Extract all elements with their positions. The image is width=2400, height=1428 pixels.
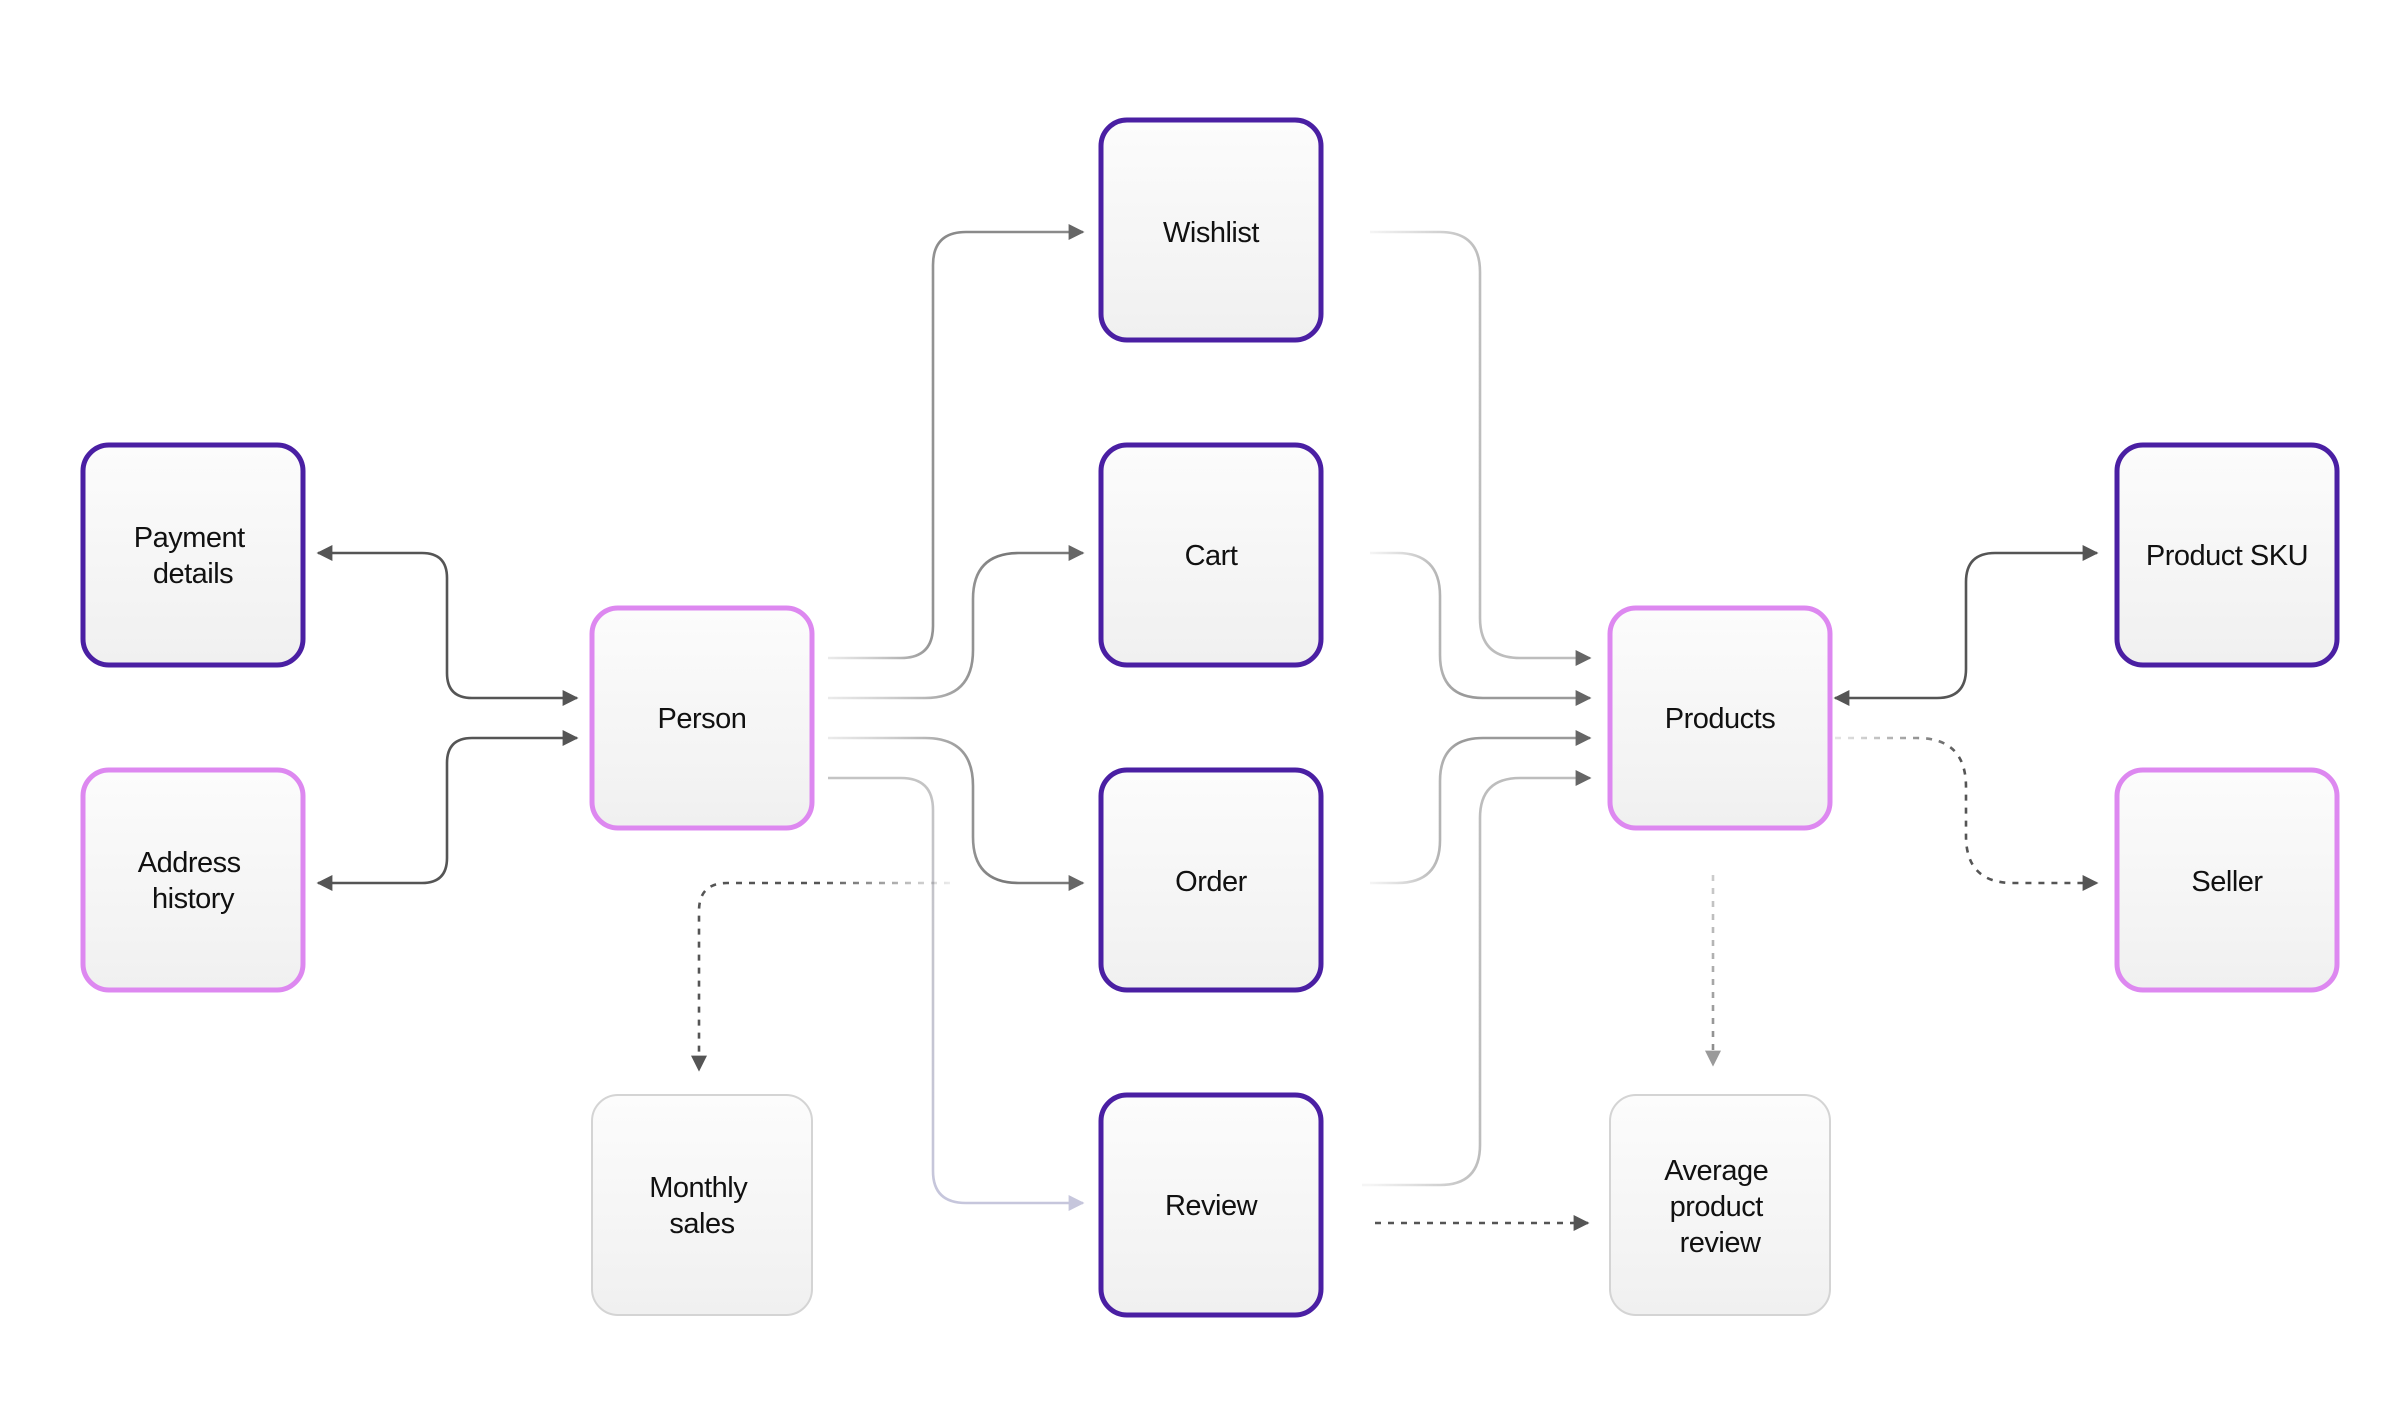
node-order[interactable]: Order (1098, 767, 1324, 993)
svg-text:Review: Review (1165, 1190, 1259, 1222)
edge-person-payment-details (316, 545, 579, 706)
svg-text:Cart: Cart (1185, 540, 1238, 572)
node-person-label-line1: Person (658, 703, 747, 735)
node-seller-label-line1: Seller (2191, 866, 2263, 898)
node-cart-label-line1: Cart (1185, 540, 1238, 572)
edge-review-products (1362, 770, 1592, 1187)
node-average-product-review[interactable]: Average product review (1609, 1094, 1831, 1316)
node-monthly-sales[interactable]: Monthly sales (591, 1094, 813, 1316)
node-person[interactable]: Person (589, 605, 815, 831)
node-average-product-review-label-line2: product (1670, 1191, 1764, 1223)
edge-person-review (828, 776, 1085, 1211)
edge-person-cart (828, 545, 1085, 700)
edge-cart-products (1370, 551, 1592, 706)
node-products-label-line1: Products (1665, 703, 1775, 735)
node-product-sku-label-line1: Product SKU (2146, 540, 2308, 572)
node-wishlist-label-line1: Wishlist (1163, 217, 1259, 249)
node-products[interactable]: Products (1607, 605, 1833, 831)
node-average-product-review-label-line3: review (1680, 1227, 1762, 1259)
edge-person-wishlist (828, 224, 1085, 660)
edge-wishlist-products (1370, 230, 1592, 666)
node-product-sku[interactable]: Product SKU (2114, 442, 2340, 668)
node-review-label-line1: Review (1165, 1190, 1259, 1222)
node-average-product-review-label-line1: Average (1664, 1155, 1768, 1187)
node-payment-details-label-line2: details (153, 558, 233, 590)
node-order-label-line1: Order (1175, 866, 1247, 898)
node-cart[interactable]: Cart (1098, 442, 1324, 668)
node-address-history[interactable]: Address history (80, 767, 306, 993)
svg-text:Monthly sales: Monthly sales (649, 1172, 755, 1240)
edge-order-monthly-sales (691, 881, 950, 1072)
edge-person-address-history (316, 730, 579, 891)
edge-products-product-sku (1833, 545, 2099, 706)
svg-text:Wishlist: Wishlist (1163, 217, 1259, 249)
nodes: Payment details Address history Person M… (80, 117, 2340, 1318)
edge-order-products (1370, 730, 1592, 885)
node-monthly-sales-label-line1: Monthly (649, 1172, 748, 1204)
svg-text:Average product: Average product review (1664, 1155, 1776, 1259)
node-payment-details[interactable]: Payment details (80, 442, 306, 668)
svg-text:Product SKU: Product SKU (2146, 540, 2308, 572)
svg-text:Products: Products (1665, 703, 1775, 735)
node-payment-details-label-line1: Payment (134, 522, 245, 554)
node-monthly-sales-label-line2: sales (669, 1208, 734, 1240)
edges (316, 224, 2099, 1231)
svg-text:Address history: Address history (138, 847, 248, 915)
svg-text:Seller: Seller (2191, 866, 2263, 898)
svg-text:Payment details: Payment details (134, 522, 253, 590)
node-seller[interactable]: Seller (2114, 767, 2340, 993)
svg-text:Person: Person (658, 703, 747, 735)
edge-person-order (828, 736, 1085, 891)
node-wishlist[interactable]: Wishlist (1098, 117, 1324, 343)
node-address-history-label-line2: history (152, 883, 235, 915)
node-address-history-label-line1: Address (138, 847, 241, 879)
node-review[interactable]: Review (1098, 1092, 1324, 1318)
edge-products-seller (1835, 736, 2099, 891)
svg-text:Order: Order (1175, 866, 1247, 898)
